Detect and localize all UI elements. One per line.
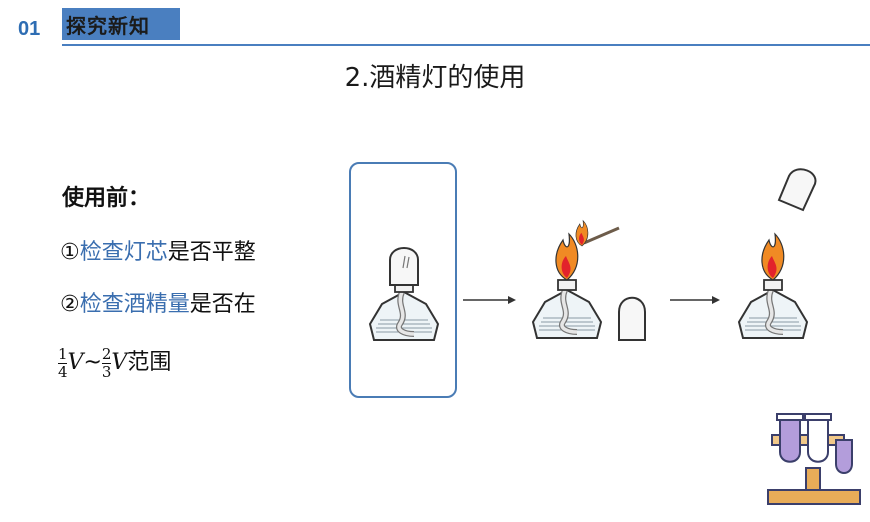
volume-symbol-1: V bbox=[67, 350, 84, 375]
arrow-1-icon bbox=[463, 296, 516, 304]
frac2-num: 2 bbox=[101, 344, 112, 363]
page-title: 2.酒精灯的使用 bbox=[344, 63, 526, 93]
item2-marker: ② bbox=[60, 292, 80, 317]
alcohol-range: 1 4 V~ 2 3 V范围 bbox=[58, 344, 171, 381]
item1-rest: 是否平整 bbox=[167, 240, 256, 265]
check-alcohol-item: ②检查酒精量是否在 bbox=[60, 286, 256, 318]
frac2-bar bbox=[102, 362, 112, 364]
header-rule bbox=[62, 44, 870, 46]
capped-lamp-icon bbox=[370, 247, 438, 340]
before-use-heading: 使用前： bbox=[62, 186, 151, 211]
check-wick-item: ①检查灯芯是否平整 bbox=[60, 234, 256, 266]
item2-highlight: 检查酒精量 bbox=[79, 292, 190, 317]
fraction-one-quarter: 1 4 bbox=[58, 344, 68, 381]
item1-marker: ① bbox=[60, 240, 80, 265]
frac1-bar bbox=[58, 362, 68, 364]
selected-lamp-frame bbox=[349, 162, 457, 398]
test-tube-rack-icon bbox=[767, 413, 861, 505]
section-title-tag bbox=[62, 8, 180, 40]
item2-rest: 是否在 bbox=[189, 292, 256, 317]
section-title: 探究新知 bbox=[66, 14, 150, 38]
section-number: 01 bbox=[18, 18, 41, 40]
range-tilde: ~ bbox=[83, 350, 102, 375]
frac1-num: 1 bbox=[58, 344, 68, 363]
frac1-den: 4 bbox=[58, 362, 68, 381]
volume-symbol-2: V bbox=[111, 350, 128, 375]
lighting-lamp-icon bbox=[533, 220, 620, 338]
item1-highlight: 检查灯芯 bbox=[79, 240, 168, 265]
range-suffix: 范围 bbox=[127, 350, 172, 375]
fraction-two-thirds: 2 3 bbox=[101, 344, 112, 381]
frac2-den: 3 bbox=[101, 362, 112, 381]
arrow-2-icon bbox=[670, 296, 720, 304]
lit-lamp-icon bbox=[739, 168, 817, 338]
lamp-cap-icon bbox=[618, 296, 646, 341]
